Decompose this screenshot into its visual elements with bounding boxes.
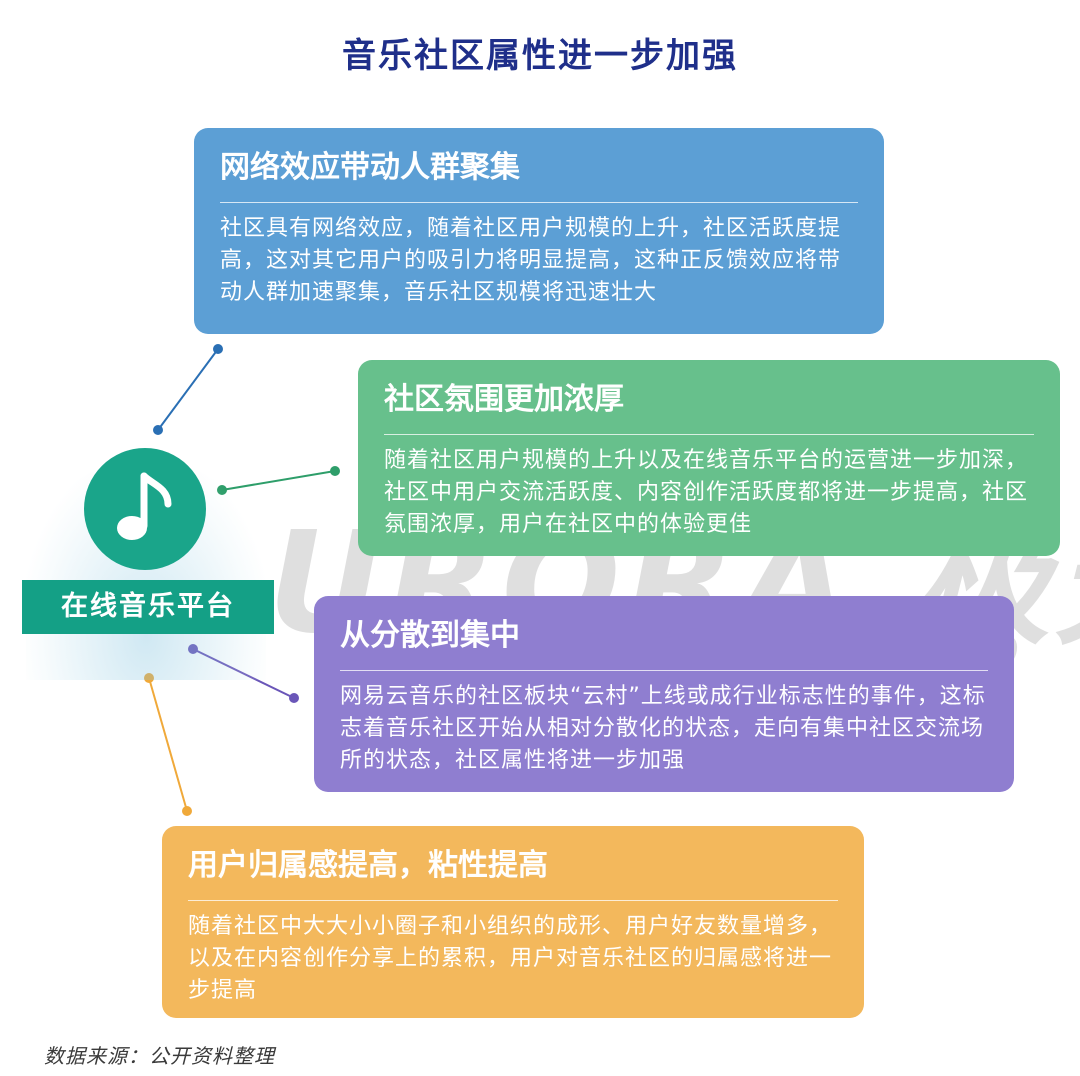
connector-purple <box>188 644 299 703</box>
card-heading: 从分散到集中 <box>340 616 988 671</box>
card-user-belonging: 用户归属感提高，粘性提高 随着社区中大大小小圈子和小组织的成形、用户好友数量增多… <box>162 826 864 1018</box>
connector-orange <box>144 673 192 816</box>
card-dispersed-to-centralized: 从分散到集中 网易云音乐的社区板块“云村”上线或成行业标志性的事件，这标志着音乐… <box>314 596 1014 792</box>
card-text: 随着社区中大大小小圈子和小组织的成形、用户好友数量增多，以及在内容创作分享上的累… <box>188 914 833 1003</box>
music-note-icon <box>84 448 206 570</box>
connector-green <box>217 466 340 495</box>
card-heading: 社区氛围更加浓厚 <box>384 380 1034 435</box>
card-community-atmosphere: 社区氛围更加浓厚 随着社区用户规模的上升以及在线音乐平台的运营进一步加深，社区中… <box>358 360 1060 556</box>
card-network-effect: 网络效应带动人群聚集 社区具有网络效应，随着社区用户规模的上升，社区活跃度提高，… <box>194 128 884 334</box>
diagram-title: 音乐社区属性进一步加强 <box>342 36 738 76</box>
card-text: 网易云音乐的社区板块“云村”上线或成行业标志性的事件，这标志着音乐社区开始从相对… <box>340 684 986 773</box>
connector-blue <box>153 344 223 435</box>
card-text: 随着社区用户规模的上升以及在线音乐平台的运营进一步加深，社区中用户交流活跃度、内… <box>384 448 1029 537</box>
card-text: 社区具有网络效应，随着社区用户规模的上升，社区活跃度提高，这对其它用户的吸引力将… <box>220 216 842 305</box>
center-label: 在线音乐平台 <box>22 580 274 634</box>
card-heading: 网络效应带动人群聚集 <box>220 148 858 203</box>
card-heading: 用户归属感提高，粘性提高 <box>188 846 838 901</box>
data-source-note: 数据来源：公开资料整理 <box>44 1044 275 1068</box>
